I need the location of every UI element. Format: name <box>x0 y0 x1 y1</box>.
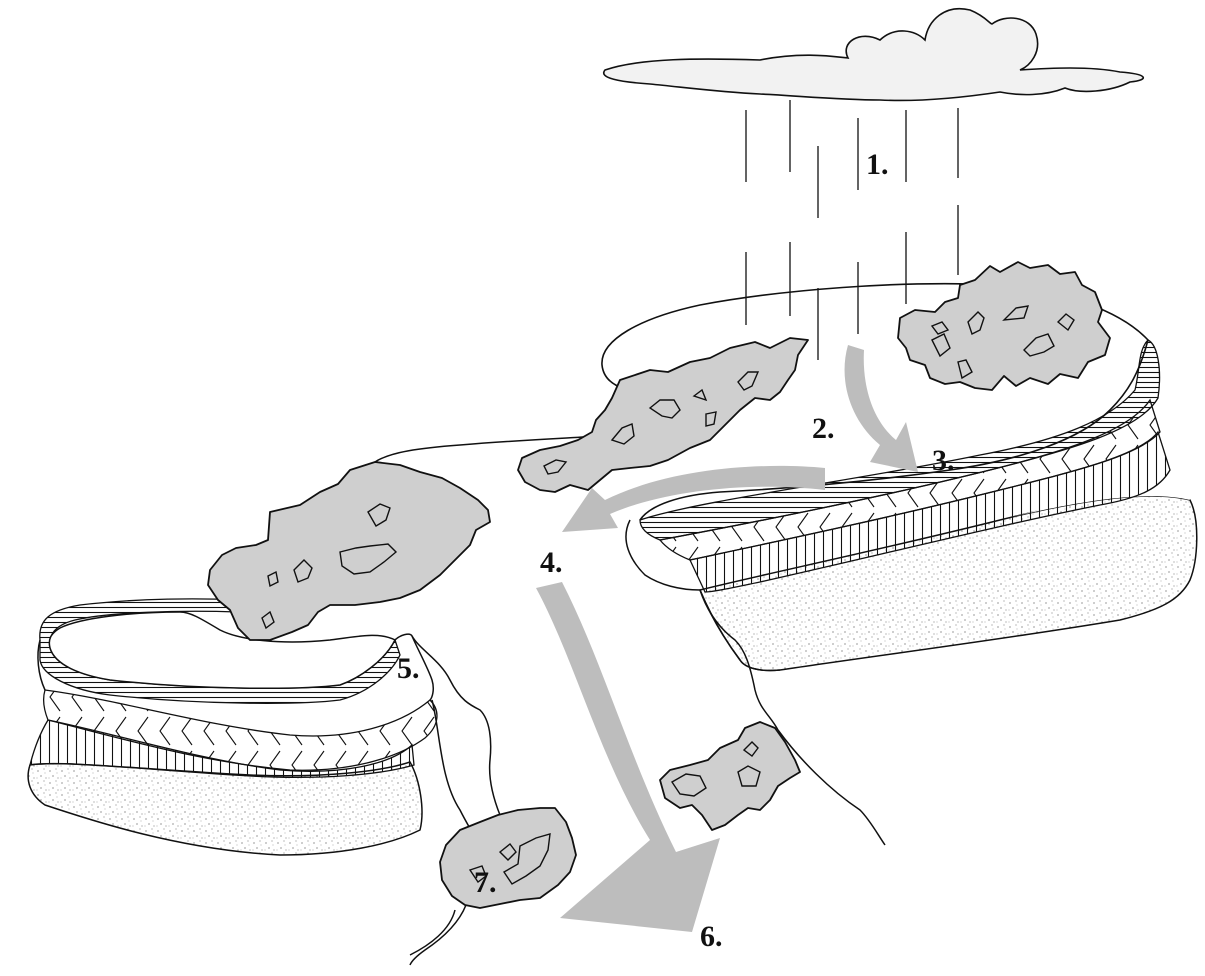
label-7: 7. <box>474 866 497 899</box>
left-plateau <box>27 598 438 856</box>
label-5: 5. <box>397 652 420 685</box>
rain-streaks <box>745 100 959 360</box>
label-6: 6. <box>700 920 723 953</box>
bush-lower-right <box>659 721 801 831</box>
flow-arrows <box>536 345 918 932</box>
label-1: 1. <box>866 148 889 181</box>
label-3: 3. <box>932 444 955 477</box>
vegetation-gaps <box>261 305 1075 885</box>
step-labels: 1. 2. 3. 4. 5. 6. 7. <box>397 148 955 953</box>
gorge-outline <box>374 435 886 966</box>
bush-top-right <box>897 261 1111 391</box>
rain-cloud <box>602 7 1144 102</box>
label-2: 2. <box>812 412 835 445</box>
right-plateau <box>601 282 1198 672</box>
downstream-arrow <box>536 582 720 932</box>
runoff-arrow <box>844 345 918 472</box>
label-4: 4. <box>540 546 563 579</box>
gorge-arrow <box>562 465 825 532</box>
